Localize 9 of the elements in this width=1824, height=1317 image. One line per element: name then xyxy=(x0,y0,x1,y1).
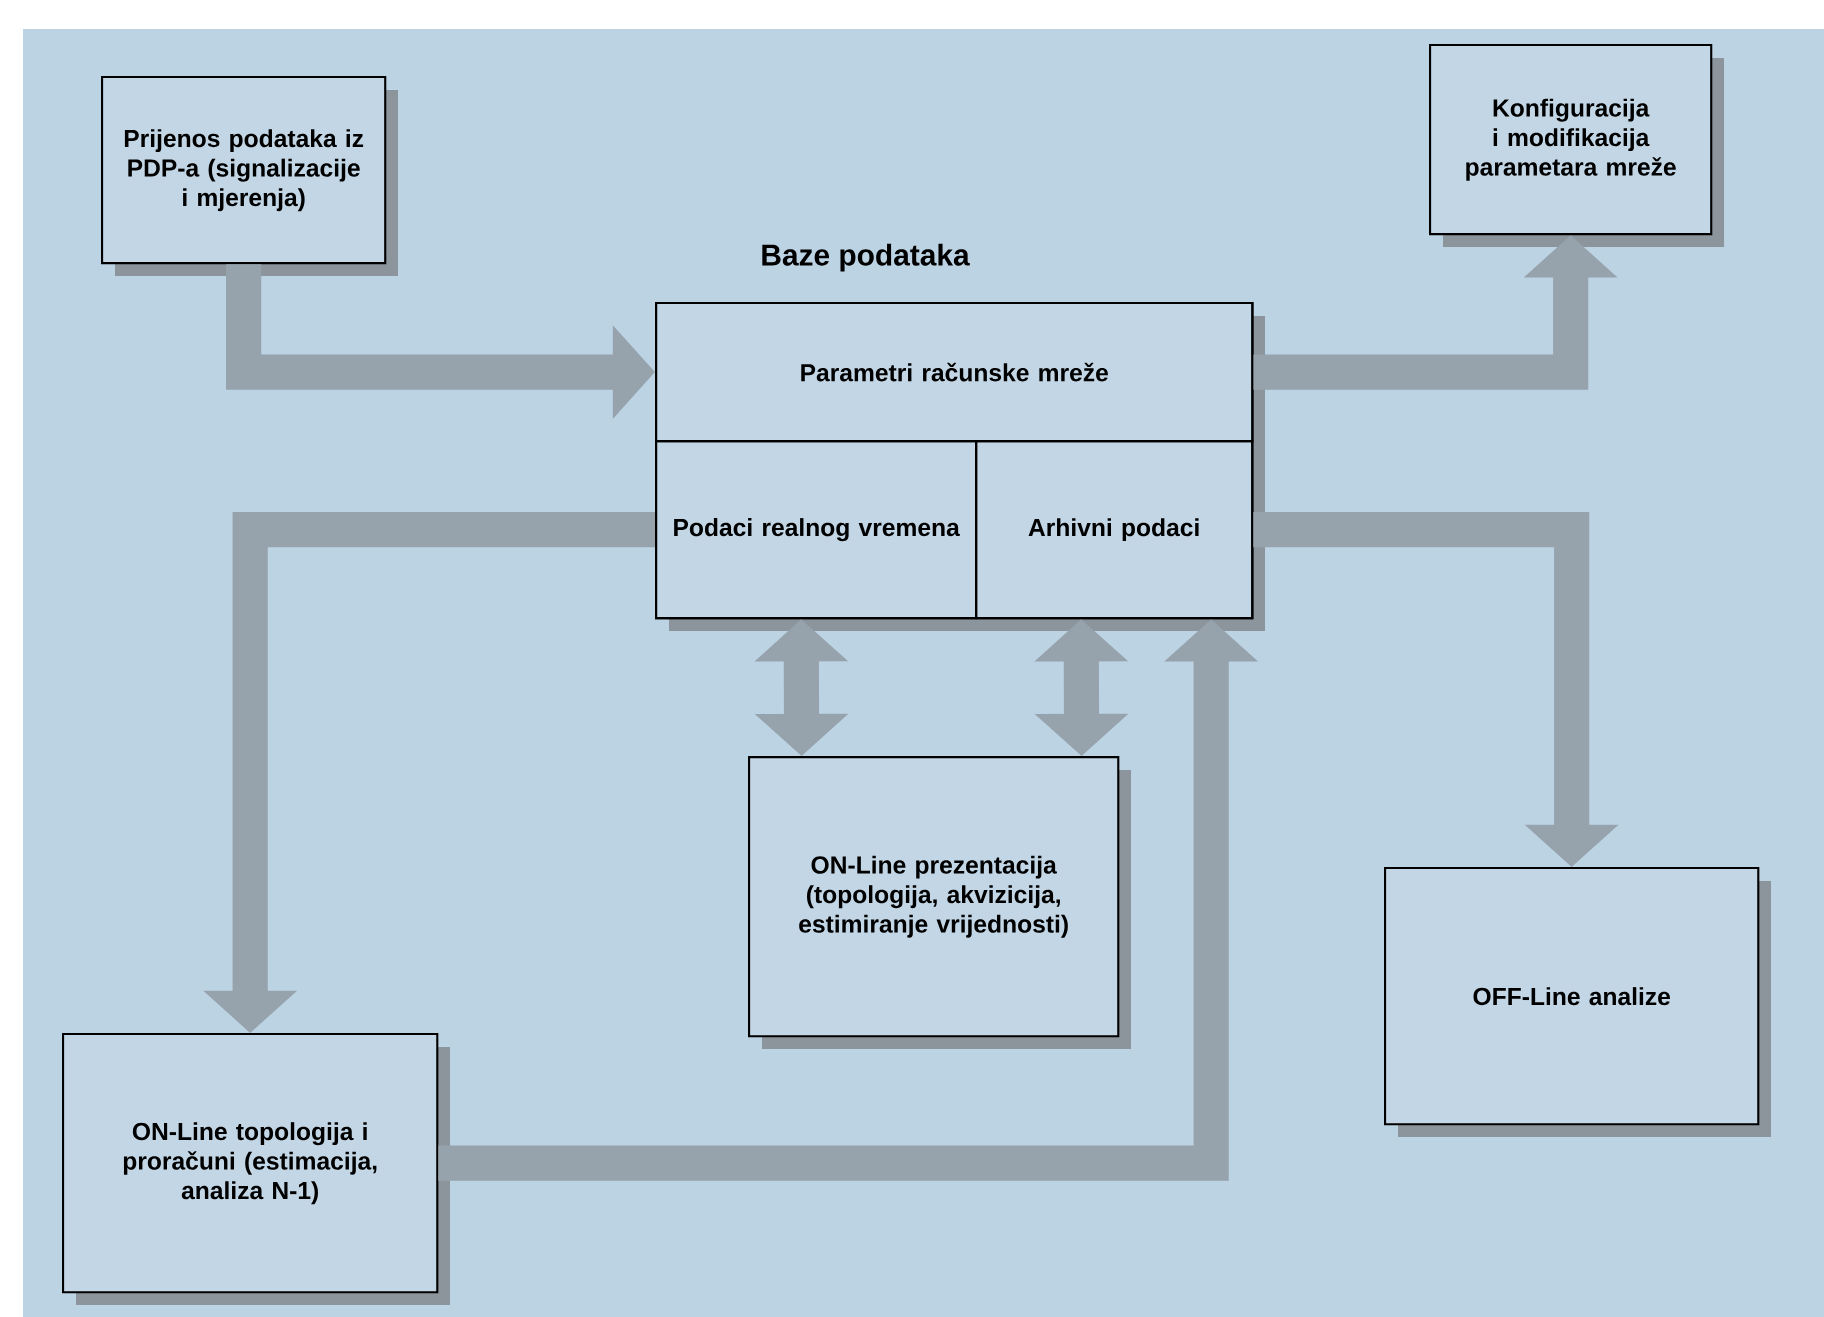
process-box: Prijenos podataka iz PDP-a (signalizacije i mjerenja) xyxy=(101,76,398,276)
process-box: Podaci realnog vremena xyxy=(655,440,978,620)
node-label: Baze podataka xyxy=(762,243,970,272)
process-box: Konfiguracija i modifikacija parametara mreže xyxy=(1429,44,1724,247)
process-box: OFF-Line analize xyxy=(1384,867,1771,1137)
process-box: Parametri računske mreže xyxy=(655,302,1254,443)
process-box: ON-Line topologija i proračuni (estimacija, analiza N-1) xyxy=(62,1033,450,1305)
process-box: Arhivni podaci xyxy=(975,440,1254,620)
process-box: ON-Line prezentacija (topologija, akvizicija, estimiranje vrijednosti) xyxy=(748,756,1131,1049)
